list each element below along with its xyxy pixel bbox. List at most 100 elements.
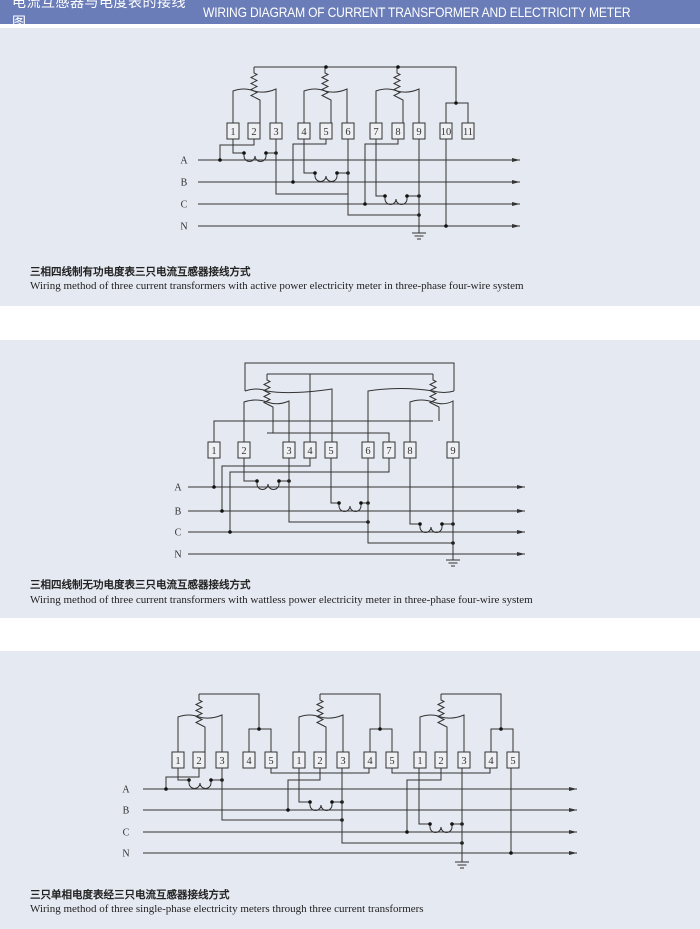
terminal-number: 2 (251, 127, 256, 138)
wire (177, 714, 223, 752)
arrow-icon (512, 202, 520, 206)
wire (232, 88, 277, 123)
junction-dot (257, 727, 261, 731)
junction-dot (330, 800, 334, 804)
voltage-coil-resistor (249, 67, 261, 123)
current-transformer-coil (188, 780, 212, 789)
terminal-number: 2 (241, 446, 246, 457)
terminal-box (403, 441, 417, 459)
caption-cn: 三相四线制有功电度表三只电流互感器接线方式 (30, 266, 251, 278)
header-title-cn: 电流互感器与电度表的接线图 (12, 0, 186, 31)
junction-dot (313, 171, 317, 175)
header-title-en: WIRING DIAGRAM OF CURRENT TRANSFORMER AN… (203, 4, 631, 20)
voltage-coil-resistor (392, 67, 404, 123)
junction-dot (228, 530, 232, 534)
junction-dot (220, 509, 224, 513)
diagram-panel-wattless-power: 三相四线制无功电度表三只电流互感器接线方式 Wiring method of t… (0, 340, 700, 618)
wire (292, 139, 327, 182)
terminal-number: 11 (463, 127, 473, 138)
terminal-box (391, 122, 405, 140)
wire (177, 767, 189, 781)
terminal-box (319, 122, 333, 140)
terminal-number: 8 (395, 127, 400, 138)
voltage-coil-resistor (436, 694, 448, 752)
caption-en: Wiring method of three single-phase elec… (30, 903, 424, 915)
terminal-box (382, 441, 396, 459)
terminal-box (361, 441, 375, 459)
terminal-number: 5 (328, 446, 333, 457)
wire (330, 458, 339, 504)
terminal-box (215, 751, 229, 769)
arrow-icon (517, 485, 525, 489)
current-transformer-coil (256, 481, 280, 490)
wire (409, 399, 454, 442)
phase-label: A (174, 483, 182, 494)
terminal-box (369, 122, 383, 140)
terminal-box (282, 441, 296, 459)
phase-label: N (180, 222, 187, 233)
wire (375, 88, 420, 123)
wire (165, 767, 200, 789)
wire (367, 458, 453, 544)
junction-dot (291, 180, 295, 184)
wire (347, 139, 419, 216)
wire (244, 388, 333, 442)
junction-dot (444, 224, 448, 228)
wire (254, 66, 457, 103)
wire (219, 139, 255, 160)
terminal-number: 3 (219, 756, 224, 767)
caption-cn: 三只单相电度表经三只电流互感器接线方式 (30, 889, 230, 901)
wire (418, 767, 430, 825)
wire (490, 728, 514, 752)
terminal-number: 4 (307, 446, 313, 457)
phase-label: N (122, 849, 129, 860)
arrow-icon (517, 552, 525, 556)
caption-cn: 三相四线制无功电度表三只电流互感器接线方式 (30, 579, 251, 591)
wire (243, 399, 290, 442)
junction-dot (187, 778, 191, 782)
terminal-box (171, 751, 185, 769)
arrow-icon (517, 509, 525, 513)
voltage-coil-resistor (194, 694, 206, 752)
terminal-number: 2 (196, 756, 201, 767)
terminal-box (385, 751, 399, 769)
terminal-number: 10 (441, 127, 452, 138)
terminal-box (264, 751, 278, 769)
wire (298, 714, 344, 752)
terminal-box (461, 122, 475, 140)
terminal-number: 2 (438, 756, 443, 767)
wire (419, 714, 465, 752)
junction-dot (218, 158, 222, 162)
voltage-coil-resistor (320, 67, 332, 123)
wire (232, 139, 244, 154)
terminal-box (484, 751, 498, 769)
phase-label: C (123, 828, 130, 839)
wire (364, 139, 399, 204)
wire (275, 139, 348, 195)
junction-dot (324, 65, 328, 69)
terminal-number: 7 (386, 446, 391, 457)
wire (320, 693, 381, 729)
arrow-icon (569, 830, 577, 834)
arrow-icon (569, 808, 577, 812)
phase-label: B (123, 806, 130, 817)
junction-dot (509, 851, 513, 855)
terminal-number: 5 (389, 756, 394, 767)
voltage-coil-resistor (262, 374, 274, 433)
terminal-box (303, 441, 317, 459)
wire (406, 767, 442, 832)
phase-label: A (122, 785, 130, 796)
junction-dot (212, 485, 216, 489)
terminal-number: 8 (407, 446, 412, 457)
wire (445, 102, 469, 123)
terminal-number: 4 (367, 756, 373, 767)
junction-dot (405, 830, 409, 834)
current-transformer-coil (309, 802, 333, 811)
phase-label: B (181, 178, 188, 189)
diagram-panel-active-power: 三相四线制有功电度表三只电流互感器接线方式 Wiring method of t… (0, 28, 700, 306)
wire (243, 458, 257, 482)
arrow-icon (512, 158, 520, 162)
terminal-number: 5 (268, 756, 273, 767)
junction-dot (405, 194, 409, 198)
wire (375, 139, 385, 197)
